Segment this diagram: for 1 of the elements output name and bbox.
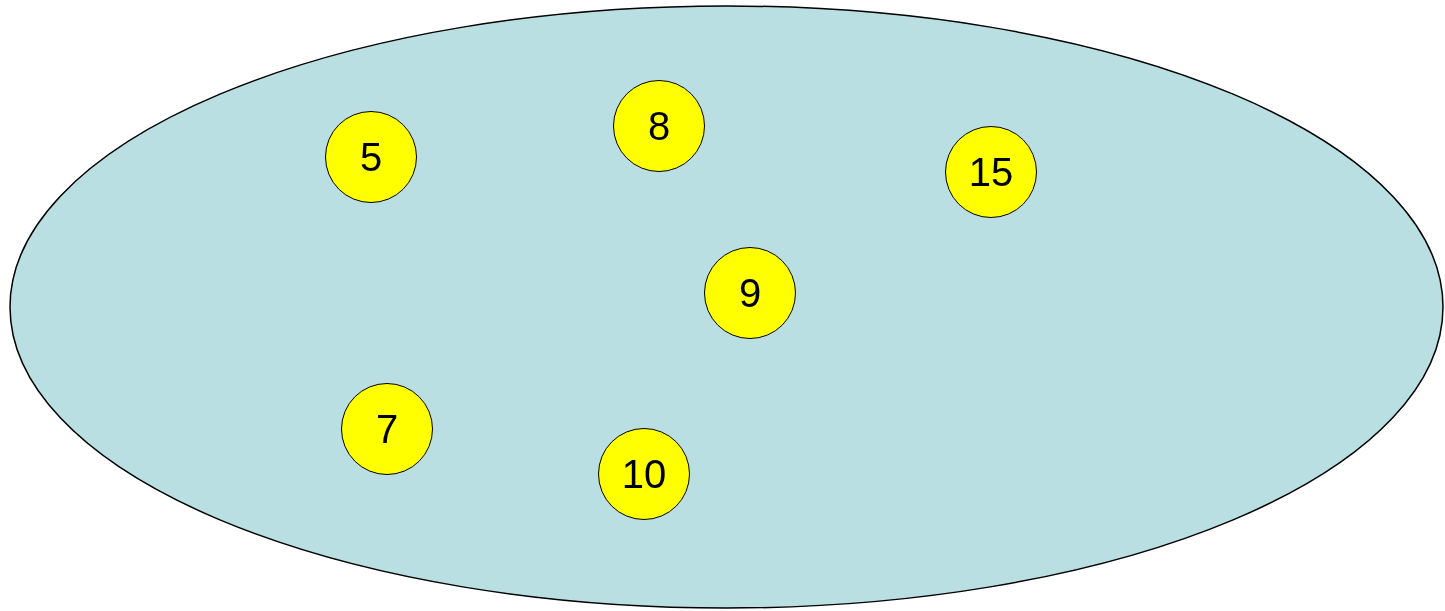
ellipse-region — [9, 5, 1444, 609]
